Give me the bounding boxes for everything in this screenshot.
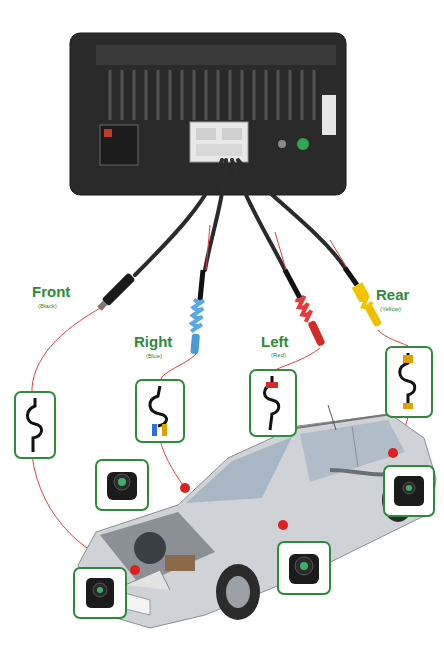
rca-connectors	[96, 268, 384, 354]
cables	[135, 160, 345, 275]
car-illustration	[78, 405, 436, 628]
cable-boxes	[15, 347, 432, 458]
thin-wires	[206, 225, 347, 270]
camera-label: Rear	[376, 287, 409, 302]
wire-color-note: (Yellow)	[380, 306, 401, 312]
wire-color-note: (Blue)	[146, 353, 162, 359]
wire-color-note: (Black)	[38, 303, 57, 309]
head-unit	[70, 33, 346, 195]
mount-points	[130, 448, 398, 575]
camera-label: Left	[261, 334, 289, 349]
camera-boxes	[74, 460, 434, 618]
camera-label: Right	[134, 334, 172, 349]
camera-label: Front	[32, 284, 70, 299]
wire-color-note: (Red)	[271, 352, 286, 358]
